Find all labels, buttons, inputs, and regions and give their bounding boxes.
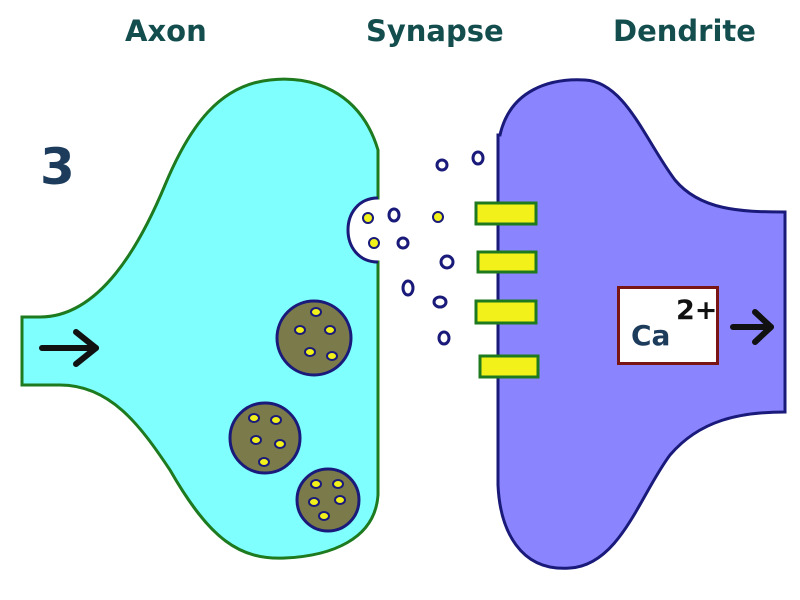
receptor bbox=[478, 354, 540, 379]
vesicle-contents bbox=[248, 307, 346, 521]
neurotransmitter-molecule bbox=[274, 439, 286, 449]
neurotransmitter-molecule bbox=[437, 330, 451, 346]
vesicle bbox=[228, 401, 302, 475]
neurotransmitter-molecule bbox=[362, 212, 374, 224]
neurotransmitter-molecule bbox=[432, 295, 448, 309]
neurotransmitter-molecule bbox=[401, 279, 415, 297]
calcium-ion-box: Ca 2+ bbox=[617, 286, 719, 365]
neurotransmitter-molecule bbox=[471, 150, 485, 166]
neurotransmitter-molecule bbox=[368, 237, 380, 249]
neurotransmitter-molecule bbox=[334, 495, 346, 505]
ion-charge: 2+ bbox=[676, 295, 718, 326]
neurotransmitter-molecule bbox=[387, 207, 401, 223]
neurotransmitter-molecule bbox=[435, 158, 449, 172]
step-number: 3 bbox=[40, 138, 75, 196]
synapse-label: Synapse bbox=[366, 14, 504, 48]
neurotransmitter-molecule bbox=[270, 415, 282, 425]
neurotransmitter-molecule bbox=[310, 307, 322, 317]
neurotransmitter-molecule bbox=[439, 254, 455, 270]
dendrite-label: Dendrite bbox=[613, 14, 756, 48]
receptor-group bbox=[474, 201, 540, 379]
neurotransmitter-molecule bbox=[310, 479, 322, 489]
neurotransmitter-molecule bbox=[326, 351, 338, 361]
released-neurotransmitters bbox=[362, 150, 485, 346]
neurotransmitter-molecule bbox=[432, 211, 444, 223]
right-arrow-icon bbox=[39, 329, 99, 367]
neurotransmitter-molecule bbox=[318, 511, 330, 521]
axon-label: Axon bbox=[125, 14, 207, 48]
neurotransmitter-molecule bbox=[250, 435, 262, 445]
neurotransmitter-molecule bbox=[304, 347, 316, 357]
vesicle bbox=[295, 467, 361, 533]
neurotransmitter-molecule bbox=[248, 413, 260, 423]
neurotransmitter-molecule bbox=[294, 325, 306, 335]
neurotransmitter-molecule bbox=[258, 457, 270, 467]
receptor bbox=[474, 299, 538, 325]
right-arrow-icon bbox=[730, 309, 774, 345]
neurotransmitter-molecule bbox=[324, 325, 336, 335]
receptor bbox=[476, 250, 538, 274]
receptor bbox=[474, 201, 538, 226]
neurotransmitter-molecule bbox=[332, 479, 344, 489]
neurotransmitter-molecule bbox=[308, 497, 320, 507]
ion-symbol: Ca bbox=[631, 319, 671, 352]
neurotransmitter-molecule bbox=[396, 236, 410, 250]
